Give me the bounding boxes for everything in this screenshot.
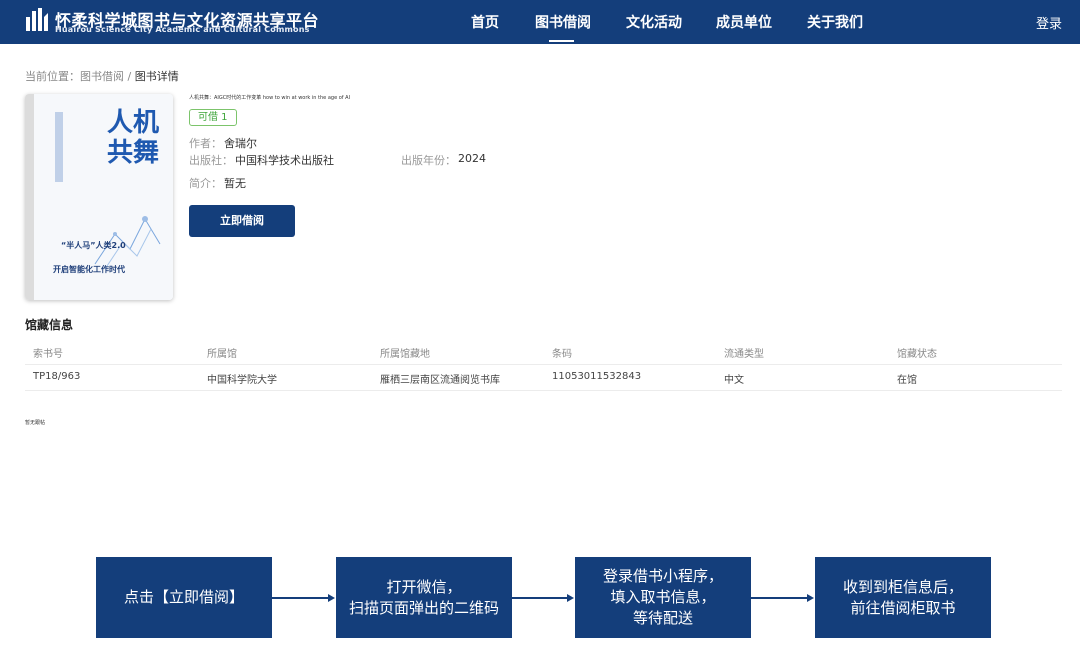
intro-label: 简介： [189,177,222,190]
brand-name[interactable]: 怀柔科学城图书与文化资源共享平台 [55,11,320,30]
cell-barcode: 11053011532843 [552,371,642,382]
publisher-label: 出版社： [189,154,233,167]
col-call-number: 索书号 [33,349,63,360]
breadcrumb-current: 图书详情 [134,70,179,83]
platform-logo-icon[interactable] [25,7,49,33]
robot-hand-illustration-icon [94,216,161,270]
nav-cultural-activities[interactable]: 文化活动 [626,15,682,31]
breadcrumb-separator: / [127,70,132,83]
active-nav-indicator [549,40,574,42]
nav-about-us[interactable]: 关于我们 [807,15,863,31]
author-value: 舍瑞尔 [224,137,257,150]
book-full-title: 人机共舞：AIGC时代的工作变革 how to win at work in t… [189,95,351,101]
borrow-now-button[interactable]: 立即借阅 [189,205,295,237]
cell-location: 雁栖三层南区流通阅览书库 [380,375,500,386]
nav-book-borrowing[interactable]: 图书借阅 [535,15,591,31]
cover-spine-decoration [55,112,63,182]
breadcrumb-prefix: 当前位置： [25,70,80,83]
breadcrumb: 当前位置：图书借阅 / 图书详情 [25,68,179,84]
nav-member-units[interactable]: 成员单位 [716,15,772,31]
flow-step-2: 打开微信， 扫描页面弹出的二维码 [336,557,512,638]
cover-title: 人机共舞 [106,108,159,168]
comments-note: 暂无跟帖 [25,420,46,426]
year-value: 2024 [458,152,486,165]
col-library: 所属馆 [207,349,237,360]
top-header: 怀柔科学城图书与文化资源共享平台 Huairou Science City Ac… [0,0,1080,44]
book-cover: 人机共舞 “半人马”人类2.0 开启智能化工作时代 [25,94,173,300]
year-label: 出版年份： [401,154,456,167]
availability-badge: 可借 1 [189,109,237,126]
cell-library: 中国科学院大学 [207,375,277,386]
brand-english-name: Huairou Science City Academic and Cultur… [55,25,310,34]
cover-subtitle: 开启智能化工作时代 [53,265,125,274]
cell-status: 在馆 [897,375,917,386]
holdings-section-title: 馆藏信息 [25,318,74,332]
flow-arrow-icon [751,594,814,602]
col-circulation-type: 流通类型 [724,349,764,360]
col-location: 所属馆藏地 [380,349,430,360]
nav-home[interactable]: 首页 [471,15,499,31]
table-header-divider [25,364,1062,365]
intro-value: 暂无 [224,177,246,190]
breadcrumb-parent-link[interactable]: 图书借阅 [80,70,124,83]
table-row-divider [25,390,1062,391]
flow-arrow-icon [511,594,574,602]
cell-circulation-type: 中文 [724,375,744,386]
cover-tagline: “半人马”人类2.0 [61,241,126,250]
col-status: 馆藏状态 [897,349,937,360]
publisher-value: 中国科学技术出版社 [235,154,334,167]
cell-call-number: TP18/963 [33,371,81,382]
flow-step-3: 登录借书小程序， 填入取书信息， 等待配送 [575,557,751,638]
author-label: 作者： [189,137,222,150]
flow-step-1: 点击【立即借阅】 [96,557,272,638]
col-barcode: 条码 [552,349,572,360]
flow-step-4: 收到到柜信息后， 前往借阅柜取书 [815,557,991,638]
flow-arrow-icon [272,594,335,602]
login-link[interactable]: 登录 [1036,17,1063,32]
